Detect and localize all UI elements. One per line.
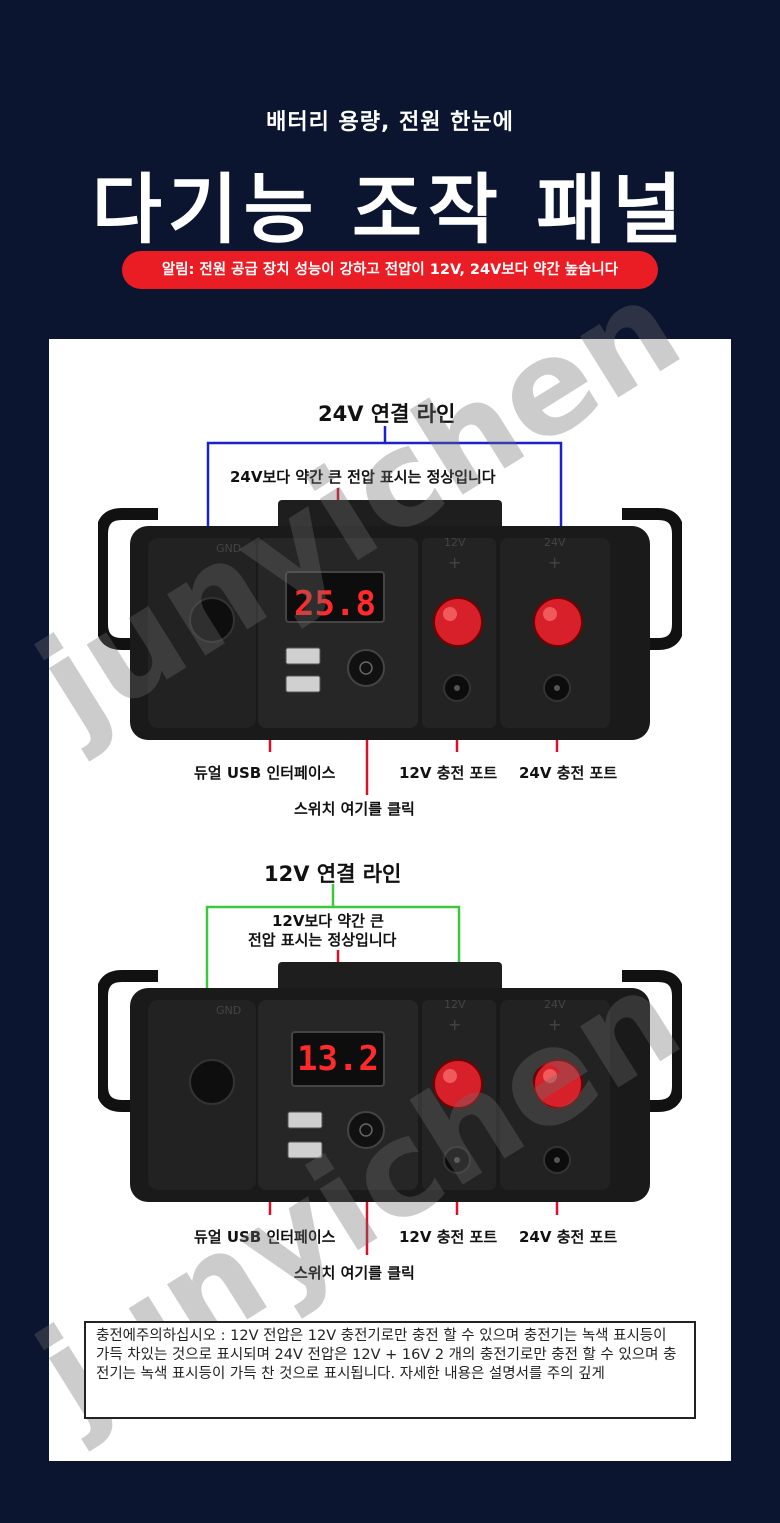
device-panel-24v: GND 12V + 24V + xyxy=(98,500,682,740)
usb-port-icon xyxy=(287,1111,323,1129)
svg-text:+: + xyxy=(448,1015,461,1034)
notice-pill: 알림: 전원 공급 장치 성능이 강하고 전압이 12V, 24V보다 약간 높… xyxy=(122,251,658,289)
gnd-knob-icon xyxy=(189,1059,235,1105)
terminal-24v-icon xyxy=(533,1059,583,1109)
blue-line-24v xyxy=(206,426,387,604)
svg-text:+: + xyxy=(548,1015,561,1034)
display-note-24v: 24V보다 약간 큰 전압 표시는 정상입니다 xyxy=(230,468,496,486)
voltage-readout-12v: 13.2 xyxy=(297,1039,379,1079)
power-switch-icon xyxy=(347,649,385,687)
terminal-24v-icon xyxy=(533,597,583,647)
line-title-12v: 12V 연결 라인 xyxy=(264,862,402,886)
power-switch-icon xyxy=(347,1111,385,1149)
handle-right-icon xyxy=(622,508,682,650)
label-12v-port-12v: 12V 충전 포트 xyxy=(399,1228,498,1246)
label-switch-12v: 스위치 여기를 클릭 xyxy=(294,1264,415,1282)
handle-left-icon xyxy=(98,970,158,1112)
usb-port-icon-2 xyxy=(285,675,321,693)
display-note-12v-2: 전압 표시는 정상입니다 xyxy=(248,931,397,949)
display-note-12v-1: 12V보다 약간 큰 xyxy=(272,912,384,930)
terminal-12v-icon xyxy=(433,1059,483,1109)
svg-text:12V: 12V xyxy=(444,998,466,1011)
voltage-readout-24v: 25.8 xyxy=(294,584,376,624)
svg-text:24V: 24V xyxy=(544,536,566,549)
label-switch-24v: 스위치 여기를 클릭 xyxy=(294,800,415,818)
caution-box: 충전에주의하십시오 : 12V 전압은 12V 충전기로만 충전 할 수 있으며… xyxy=(84,1321,696,1419)
label-usb-12v: 듀얼 USB 인터페이스 xyxy=(194,1228,336,1246)
usb-port-icon xyxy=(285,647,321,665)
green-line-12v xyxy=(205,884,335,1068)
svg-text:+: + xyxy=(548,553,561,572)
page-title: 다기능 조작 패널 xyxy=(91,165,689,254)
svg-text:+: + xyxy=(448,553,461,572)
svg-text:24V: 24V xyxy=(544,998,566,1011)
device-panel-12v: GND 12V + 24V + xyxy=(98,962,682,1202)
label-24v-port-12v: 24V 충전 포트 xyxy=(519,1228,618,1246)
subtitle: 배터리 용량, 전원 한눈에 xyxy=(266,110,514,135)
handle-left-icon xyxy=(98,508,158,650)
usb-port-icon-2 xyxy=(287,1141,323,1159)
gnd-knob-icon xyxy=(189,597,235,643)
header-banner: 배터리 용량, 전원 한눈에 다기능 조작 패널 알림: 전원 공급 장치 성능… xyxy=(0,0,780,340)
label-24v-port-24v: 24V 충전 포트 xyxy=(519,764,618,782)
line-title-24v: 24V 연결 라인 xyxy=(318,402,456,426)
handle-right-icon xyxy=(622,970,682,1112)
svg-text:GND: GND xyxy=(216,542,241,555)
svg-text:GND: GND xyxy=(216,1004,241,1017)
label-usb-24v: 듀얼 USB 인터페이스 xyxy=(194,764,336,782)
label-12v-port-24v: 12V 충전 포트 xyxy=(399,764,498,782)
terminal-12v-icon xyxy=(433,597,483,647)
svg-text:12V: 12V xyxy=(444,536,466,549)
